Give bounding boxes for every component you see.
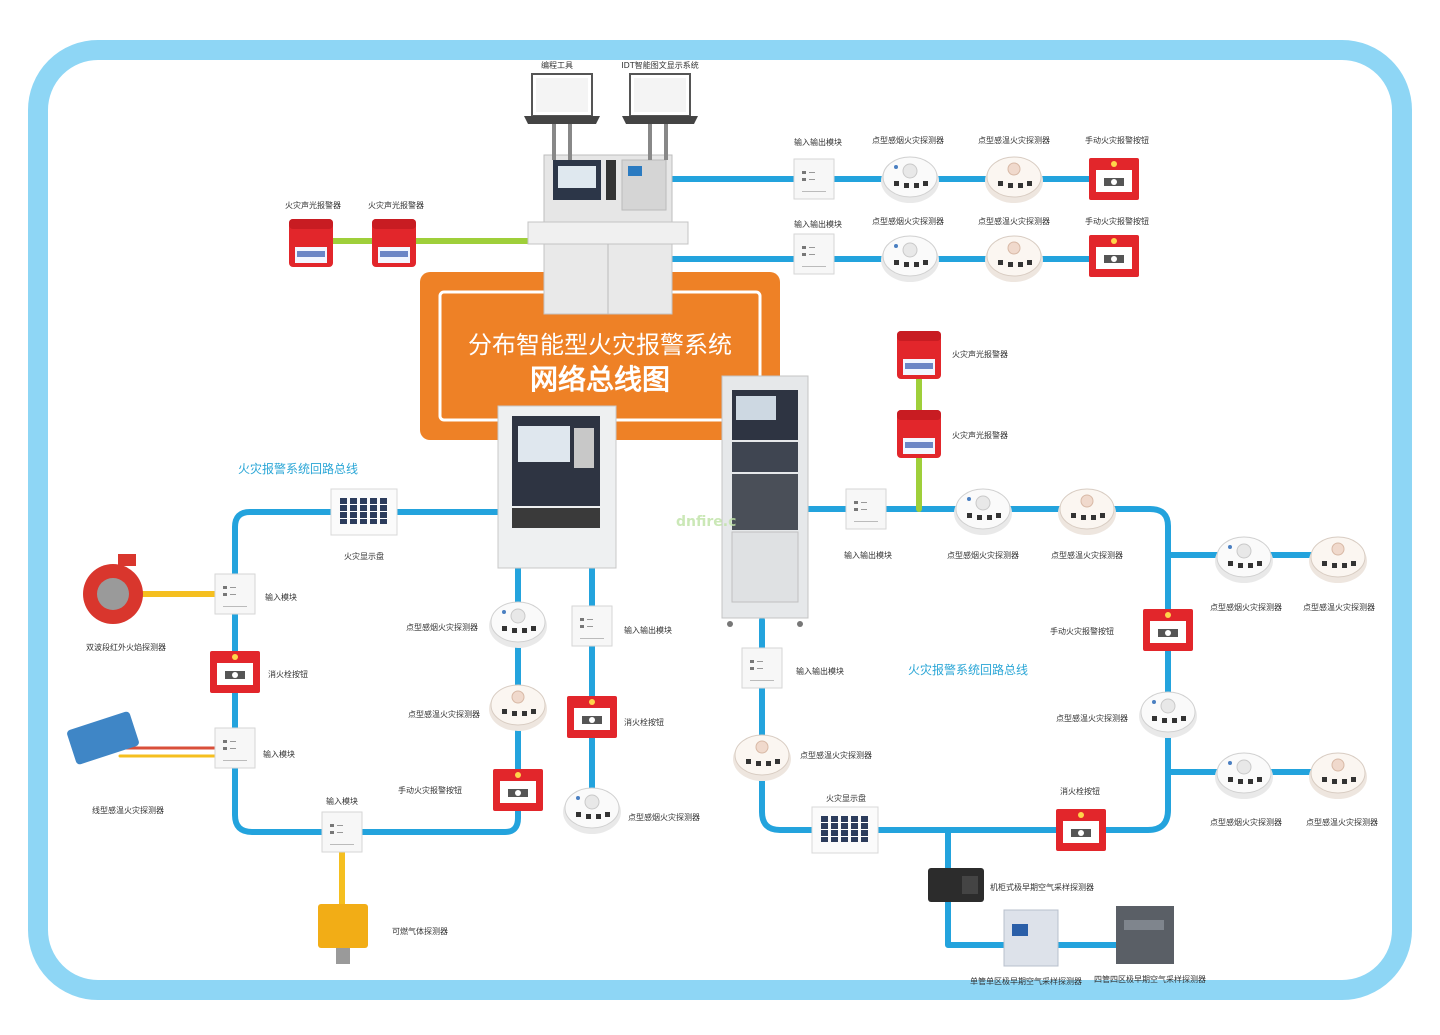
controller-cabinet: [721, 375, 809, 627]
gas-detector-label: 可燃气体探测器: [392, 926, 448, 936]
asd-single-label: 单管单区极早期空气采样探测器: [970, 976, 1082, 986]
branch1-heat-label: 点型感温火灾探测器: [1303, 602, 1375, 612]
left-smoke2-label: 点型感烟火灾探测器: [628, 812, 700, 822]
right-heat-left-label: 点型感温火灾探测器: [800, 750, 872, 760]
labels: 编程工具 IDT智能图文显示系统 输入输出模块 点型感烟火灾探测器 点型感温火灾…: [86, 60, 1378, 986]
title-line2: 网络总线图: [530, 363, 670, 396]
right-loop-devices: [732, 331, 1368, 967]
right-heat-mid-label: 点型感温火灾探测器: [1056, 713, 1128, 723]
right-alarm2-label: 火灾声光报警器: [952, 430, 1008, 440]
left-loop-devices: [67, 488, 622, 964]
right-hydrant-label: 消火栓按钮: [1060, 786, 1100, 796]
top-alarm-1-label: 火灾声光报警器: [285, 200, 341, 210]
left-display-label: 火灾显示盘: [344, 551, 384, 561]
left-module3-label: 输入模块: [326, 796, 358, 806]
asd-rack-label: 机柜式极早期空气采样探测器: [990, 882, 1094, 892]
right-smoke-top-label: 点型感烟火灾探测器: [947, 550, 1019, 560]
left-bus-label: 火灾报警系统回路总线: [238, 461, 358, 476]
right-manual-label: 手动火灾报警按钮: [1050, 626, 1114, 636]
left-hydrant2-label: 消火栓按钮: [624, 717, 664, 727]
right-alarm1-label: 火灾声光报警器: [952, 349, 1008, 359]
left-module2-label: 输入模块: [263, 749, 295, 759]
right-display-label: 火灾显示盘: [826, 793, 866, 803]
row2-smoke-label: 点型感烟火灾探测器: [872, 216, 944, 226]
flame-detector-label: 双波段红外火焰探测器: [86, 642, 166, 652]
row1-smoke-label: 点型感烟火灾探测器: [872, 135, 944, 145]
right-bus-label: 火灾报警系统回路总线: [908, 662, 1028, 677]
branch1-smoke-label: 点型感烟火灾探测器: [1210, 602, 1282, 612]
row1-heat-label: 点型感温火灾探测器: [978, 135, 1050, 145]
left-hydrant1-label: 消火栓按钮: [268, 669, 308, 679]
watermark: dnfire.c: [676, 514, 736, 530]
left-io-module-label: 输入输出模块: [624, 625, 672, 635]
left-manual1-label: 手动火灾报警按钮: [398, 785, 462, 795]
left-module1-label: 输入模块: [265, 592, 297, 602]
left-smoke1-label: 点型感烟火灾探测器: [406, 622, 478, 632]
right-heat-top-label: 点型感温火灾探测器: [1051, 550, 1123, 560]
workstation-right: [621, 73, 699, 160]
row1-module-label: 输入输出模块: [794, 137, 842, 147]
row1-button-label: 手动火灾报警按钮: [1085, 135, 1149, 145]
asd-four-label: 四管四区极早期空气采样探测器: [1094, 974, 1206, 984]
right-io-left-label: 输入输出模块: [796, 666, 844, 676]
branch2-heat-label: 点型感温火灾探测器: [1306, 817, 1378, 827]
workstation-left-label: 编程工具: [541, 60, 573, 70]
top-alarm-2-label: 火灾声光报警器: [368, 200, 424, 210]
title-line1: 分布智能型火灾报警系统: [468, 331, 732, 359]
row2-module-label: 输入输出模块: [794, 219, 842, 229]
controller-left: [497, 405, 617, 569]
workstation-left: [523, 73, 601, 160]
linear-heat-label: 线型感温火灾探测器: [92, 805, 164, 815]
right-io-top-label: 输入输出模块: [844, 550, 892, 560]
main-console: [527, 154, 689, 315]
rounded-frame: [28, 40, 1412, 1000]
row2-button-label: 手动火灾报警按钮: [1085, 216, 1149, 226]
left-heat1-label: 点型感温火灾探测器: [408, 709, 480, 719]
row2-heat-label: 点型感温火灾探测器: [978, 216, 1050, 226]
workstation-right-label: IDT智能图文显示系统: [621, 60, 698, 70]
branch2-smoke-label: 点型感烟火灾探测器: [1210, 817, 1282, 827]
